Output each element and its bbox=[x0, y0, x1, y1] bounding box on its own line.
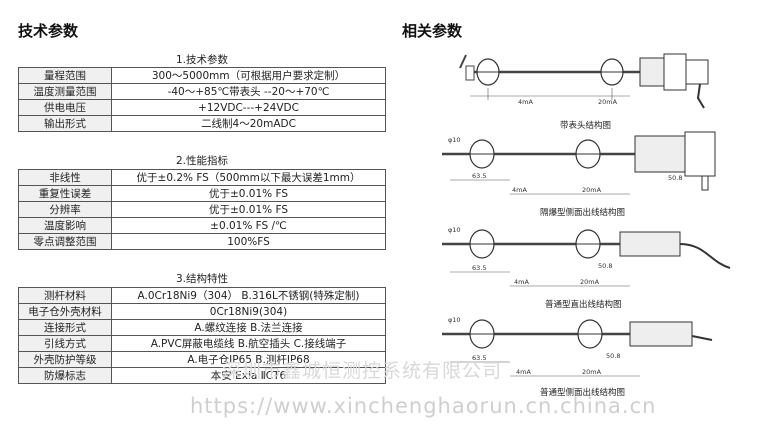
caption: 普通型侧面出线结构图 bbox=[540, 388, 626, 398]
table-row: 非线性优于±0.2% FS（500mm以下最大误差1mm） bbox=[18, 169, 386, 186]
spec-value: 优于±0.2% FS（500mm以下最大误差1mm） bbox=[111, 169, 386, 186]
spec-key: 供电电压 bbox=[18, 99, 112, 116]
spec-key: 连接形式 bbox=[18, 319, 112, 336]
label-4ma: 4mA bbox=[516, 368, 531, 376]
spec-value: 本安 Exia ⅡCT6 bbox=[111, 367, 386, 384]
spec-key: 温度影响 bbox=[18, 217, 112, 234]
spec-value: A.PVC屏蔽电缆线 B.航空插头 C.接线端子 bbox=[111, 335, 386, 352]
caption: 隔爆型侧面出线结构图 bbox=[540, 208, 626, 218]
spec-key: 测杆材料 bbox=[18, 287, 112, 304]
label-20ma: 20mA bbox=[582, 186, 602, 194]
section-title: 3.结构特性 bbox=[175, 273, 229, 285]
spec-key: 非线性 bbox=[18, 169, 112, 186]
spec-value: 优于±0.01% FS bbox=[111, 185, 386, 202]
left-heading: 技术参数 bbox=[18, 22, 79, 40]
diagram-straight-outlet: φ10 63.5 4mA 20mA 50.8 bbox=[442, 226, 731, 287]
spec-value: 300～5000mm（可根据用户要求定制） bbox=[111, 67, 386, 84]
right-heading: 相关参数 bbox=[402, 22, 463, 40]
spec-value: A.0Cr18Ni9（304） B.316L不锈钢(特殊定制) bbox=[111, 287, 386, 304]
spec-key: 输出形式 bbox=[18, 115, 112, 132]
label-phi10: φ10 bbox=[448, 136, 461, 144]
label-20ma: 20mA bbox=[582, 368, 602, 376]
spec-key: 防爆标志 bbox=[18, 367, 112, 384]
spec-value: 二线制4～20mADC bbox=[111, 115, 386, 132]
spec-key: 分辨率 bbox=[18, 201, 112, 218]
spec-key: 温度测量范围 bbox=[18, 83, 112, 100]
table-row: 温度测量范围-40～+85℃带表头 --20～+70℃ bbox=[18, 83, 386, 100]
watermark-company: 深圳市鑫城恒测控系统有限公司 bbox=[222, 360, 503, 382]
table-row: 供电电压+12VDC---+24VDC bbox=[18, 99, 386, 116]
label-4ma: 4mA bbox=[518, 98, 533, 106]
label-4ma: 4mA bbox=[514, 278, 529, 286]
spec-value: ±0.01% FS /℃ bbox=[111, 217, 386, 234]
diagram-meter-head: 4mA 20mA bbox=[459, 53, 709, 109]
label-20ma: 20mA bbox=[580, 278, 600, 286]
diagram-explosion-proof: φ10 63.5 4mA 20mA 50.8 bbox=[442, 131, 716, 195]
spec-value: 0Cr18Ni9(304) bbox=[111, 303, 386, 320]
spec-key: 引线方式 bbox=[18, 335, 112, 352]
label-63-5: 63.5 bbox=[472, 172, 486, 180]
table-row: 防爆标志本安 Exia ⅡCT6 bbox=[18, 367, 386, 384]
spec-key: 零点调整范围 bbox=[18, 233, 112, 250]
label-phi10: φ10 bbox=[448, 316, 461, 324]
label-50-8: 50.8 bbox=[598, 262, 612, 270]
label-50-8: 50.8 bbox=[668, 174, 682, 182]
spec-value: A.螺纹连接 B.法兰连接 bbox=[111, 319, 386, 336]
table-row: 输出形式二线制4～20mADC bbox=[18, 115, 386, 132]
spec-key: 重复性误差 bbox=[18, 185, 112, 202]
label-4ma: 4mA bbox=[512, 186, 527, 194]
spec-value: A.电子仓IP65 B.测杆IP68 bbox=[111, 351, 386, 368]
spec-value: -40～+85℃带表头 --20～+70℃ bbox=[111, 83, 386, 100]
diagram-side-outlet: φ10 63.5 4mA 20mA 50.8 bbox=[442, 316, 713, 377]
section-title: 2.性能指标 bbox=[175, 155, 229, 167]
section-title: 1.技术参数 bbox=[175, 54, 229, 66]
table-row: 重复性误差优于±0.01% FS bbox=[18, 185, 386, 202]
spec-value: 100%FS bbox=[111, 233, 386, 250]
label-phi10: φ10 bbox=[448, 226, 461, 234]
caption: 普通型直出线结构图 bbox=[545, 300, 622, 310]
spec-key: 量程范围 bbox=[18, 67, 112, 84]
table-row: 温度影响±0.01% FS /℃ bbox=[18, 217, 386, 234]
table-row: 分辨率优于±0.01% FS bbox=[18, 201, 386, 218]
label-20ma: 20mA bbox=[598, 98, 618, 106]
watermark-url: https://www.xinchenghaorun.cn.china.cn bbox=[190, 394, 657, 418]
spec-value: +12VDC---+24VDC bbox=[111, 99, 386, 116]
spec-value: 优于±0.01% FS bbox=[111, 201, 386, 218]
label-63-5: 63.5 bbox=[472, 354, 486, 362]
spec-key: 电子仓外壳材料 bbox=[18, 303, 112, 320]
spec-key: 外壳防护等级 bbox=[18, 351, 112, 368]
label-50-8: 50.8 bbox=[606, 352, 620, 360]
caption: 带表头结构图 bbox=[560, 121, 612, 131]
label-63-5: 63.5 bbox=[472, 264, 486, 272]
spec-table-performance: 非线性优于±0.2% FS（500mm以下最大误差1mm） 重复性误差优于±0.… bbox=[18, 169, 386, 250]
